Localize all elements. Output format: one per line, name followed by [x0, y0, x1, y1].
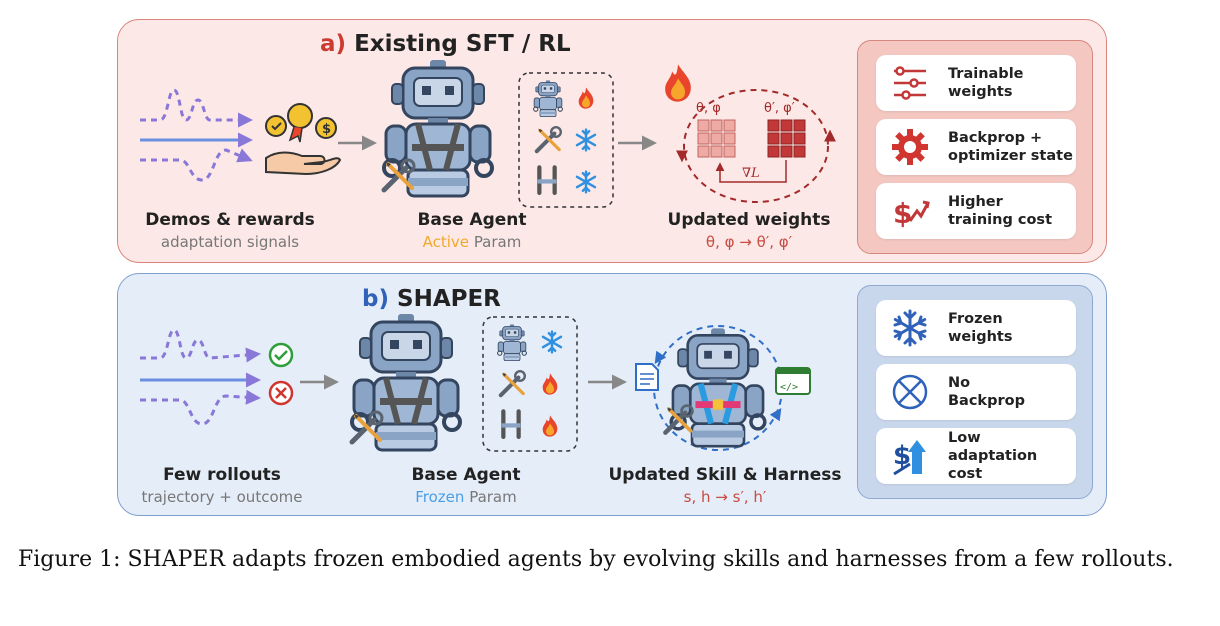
- components-box-a: [518, 72, 614, 208]
- updated-skill-harness-diagram: </>: [635, 325, 811, 451]
- panel-b-title: b) SHAPER: [362, 286, 501, 312]
- caption-demos-rewards: Demos & rewards: [145, 210, 315, 230]
- card-backprop-optimizer: Backprop + optimizer state: [876, 119, 1076, 175]
- card-text: Backprop + optimizer state: [948, 130, 1073, 164]
- trajectory-lines-a: [140, 88, 253, 182]
- arrow-b2: [588, 374, 627, 390]
- svg-text:</>: </>: [780, 382, 798, 393]
- weights-update-diagram: θ, φ θ′, φ′ ∇L: [676, 89, 836, 203]
- arrow-b1: [300, 374, 339, 390]
- svg-text:$: $: [893, 441, 911, 471]
- caption-updated-skill-harness: Updated Skill & Harness: [608, 465, 842, 485]
- caption-updated-weights: Updated weights: [667, 210, 831, 230]
- svg-text:$: $: [893, 197, 912, 230]
- reward-hand-icon: $: [265, 103, 342, 176]
- svg-text:$: $: [322, 122, 331, 137]
- no-backprop-icon: [892, 374, 928, 410]
- figure-caption: Figure 1: SHAPER adapts frozen embodied …: [18, 547, 1174, 572]
- side-panel-a: Trainable weights Backprop + optimizer s…: [857, 40, 1093, 254]
- subcaption-weight-update: θ, φ → θ′, φ′: [705, 233, 793, 251]
- code-window-icon: </>: [775, 367, 811, 395]
- check-icon: [268, 342, 294, 368]
- base-agent-robot-b: [346, 314, 462, 452]
- subcaption-active-param: Active Param: [422, 233, 522, 251]
- param-label-right: θ′, φ′: [764, 101, 795, 116]
- card-higher-training-cost: $ Higher training cost: [876, 183, 1076, 239]
- card-text: Low adaptation cost: [948, 430, 1038, 482]
- card-text: Trainable weights: [948, 66, 1024, 100]
- card-text: Higher training cost: [948, 194, 1052, 228]
- snowflake-icon: [893, 309, 927, 347]
- arrow-a2: [618, 135, 657, 151]
- panel-a-title: a) Existing SFT / RL: [320, 31, 571, 57]
- low-cost-icon: $: [893, 440, 926, 476]
- subcaption-adaptation-signals: adaptation signals: [160, 233, 300, 251]
- card-text: Frozen weights: [948, 311, 1013, 345]
- subcaption-frozen-param: Frozen Param: [415, 488, 517, 506]
- components-box-b: [482, 316, 578, 452]
- caption-few-rollouts: Few rollouts: [163, 465, 281, 485]
- sliders-icon: [894, 66, 926, 100]
- side-panel-b: Frozen weights No Backprop $ Low adaptat…: [857, 285, 1093, 499]
- card-frozen-weights: Frozen weights: [876, 300, 1076, 356]
- base-agent-robot-a: [378, 60, 494, 198]
- gear-icon: [892, 129, 928, 165]
- trajectory-lines-b: [140, 328, 261, 426]
- card-low-adaptation-cost: $ Low adaptation cost: [876, 428, 1076, 484]
- document-icon: [635, 363, 659, 391]
- outcome-icons: [268, 342, 294, 406]
- subcaption-skill-update: s, h → s′, h′: [683, 488, 767, 506]
- subcaption-trajectory-outcome: trajectory + outcome: [141, 488, 303, 506]
- card-trainable-weights: Trainable weights: [876, 55, 1076, 111]
- dollar-cost-icon: $: [893, 197, 930, 230]
- arrow-a1: [338, 135, 377, 151]
- param-label-left: θ, φ: [696, 101, 721, 116]
- card-text: No Backprop: [948, 375, 1025, 409]
- gradient-label: ∇L: [742, 166, 760, 181]
- caption-base-agent-b: Base Agent: [411, 465, 521, 485]
- caption-base-agent-a: Base Agent: [417, 210, 527, 230]
- card-no-backprop: No Backprop: [876, 364, 1076, 420]
